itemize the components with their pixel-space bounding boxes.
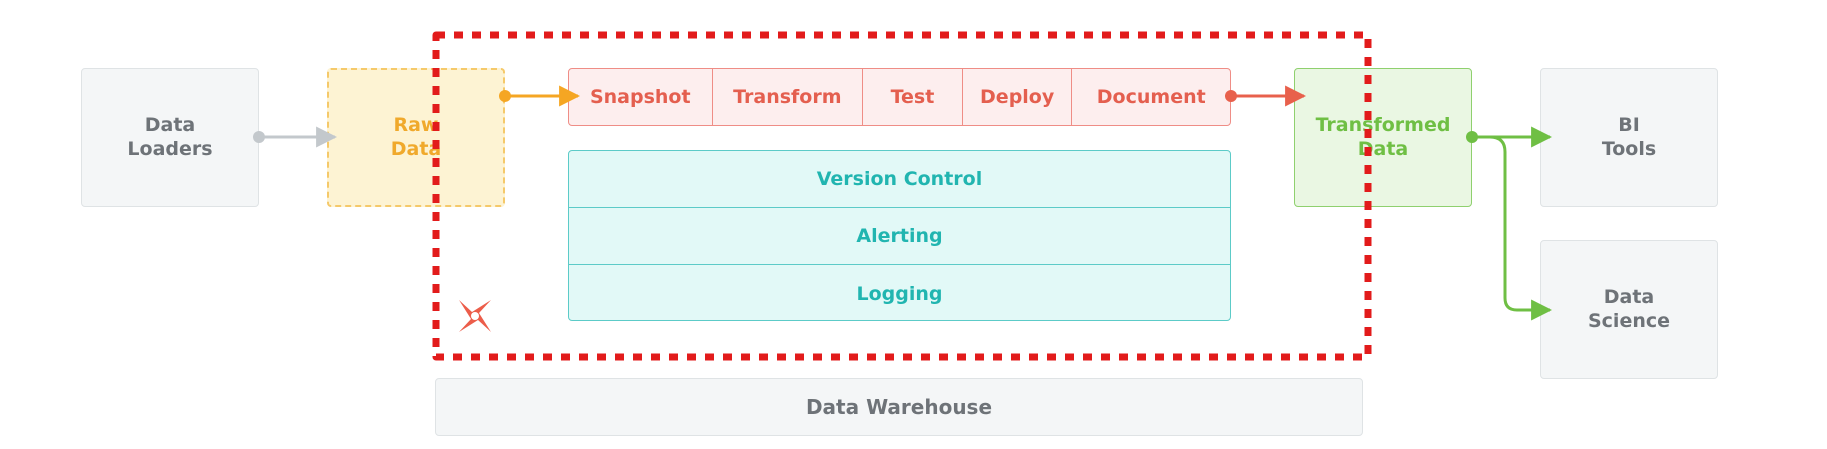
bi-tools-label: BI Tools [1601,113,1657,160]
pipeline-steps: Snapshot Transform Test Deploy Document [568,68,1231,126]
step-document: Document [1096,86,1206,108]
data-loaders-box: Data Loaders [81,68,259,207]
transformed-data-box: Transformed Data [1294,68,1472,207]
raw-to-pipeline-arrow [499,85,581,107]
data-science-label: Data Science [1587,285,1671,332]
platform-layers: Version Control Alerting Logging [568,150,1231,321]
raw-data-box: Raw Data [327,68,505,207]
bi-tools-box: BI Tools [1540,68,1718,207]
data-warehouse-box: Data Warehouse [435,378,1363,436]
loaders-to-raw-arrow [253,126,338,148]
layer-version-control: Version Control [569,151,1230,208]
data-loaders-label: Data Loaders [127,113,213,160]
transformed-to-outputs-arrows [1466,126,1553,321]
step-deploy: Deploy [963,69,1073,125]
pipeline-to-transformed-arrow [1225,85,1307,107]
step-snapshot: Snapshot [569,69,713,125]
layer-logging: Logging [856,282,943,305]
raw-data-label: Raw Data [390,113,442,160]
data-warehouse-label: Data Warehouse [805,394,993,419]
step-transform: Transform [713,69,864,125]
dbt-logo-icon [459,300,491,332]
dbt-boundary [432,31,1372,361]
layer-alerting: Alerting [569,208,1230,265]
data-science-box: Data Science [1540,240,1718,379]
step-test: Test [863,69,963,125]
